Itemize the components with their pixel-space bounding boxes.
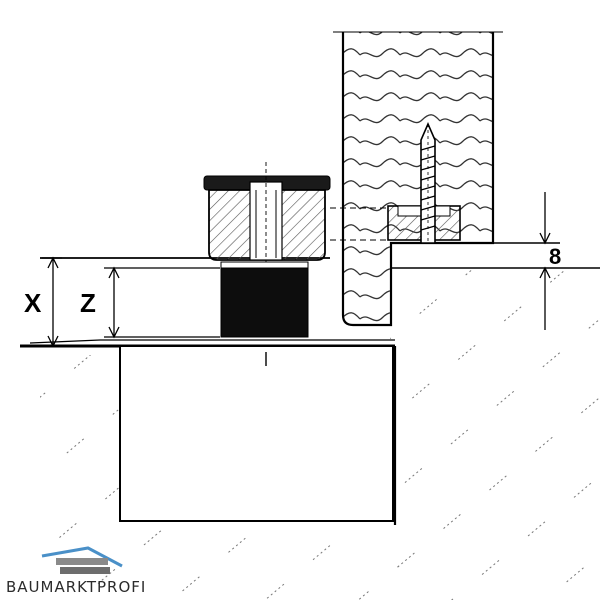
dimension-x: X <box>24 256 62 348</box>
dimension-eight: 8 <box>539 192 561 330</box>
label-x: X <box>24 288 42 318</box>
logo-text: BAUMARKTPROFI <box>6 578 147 596</box>
label-eight: 8 <box>549 244 561 269</box>
lower-cabinet <box>20 339 397 525</box>
wall-texture <box>40 270 600 600</box>
spacer-block <box>220 261 309 338</box>
logo-mark <box>41 546 123 574</box>
dimension-z: Z <box>80 266 220 339</box>
screw <box>420 122 436 244</box>
label-z: Z <box>80 288 96 318</box>
adjuster-knob <box>203 162 331 270</box>
wood-panel <box>333 31 503 327</box>
